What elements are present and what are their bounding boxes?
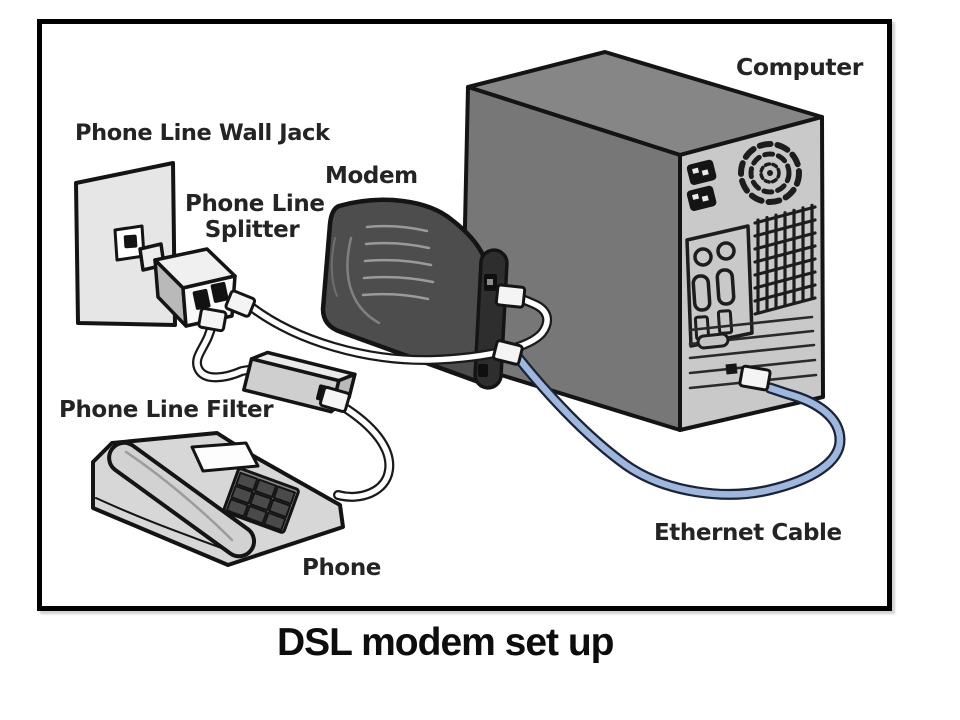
fan-icon xyxy=(738,141,802,205)
label-computer: Computer xyxy=(736,53,863,81)
connector-modem-phone xyxy=(494,283,527,309)
label-splitter-line1: Phone Line xyxy=(185,191,325,217)
modem-power-port xyxy=(478,364,488,377)
connector-splitter-right xyxy=(224,289,257,318)
phone-line-cables xyxy=(192,293,553,502)
splitter-port-1 xyxy=(192,288,211,310)
label-modem: Modem xyxy=(325,163,418,189)
cable-filter-phone xyxy=(335,403,393,500)
connector-splitter-bottom xyxy=(197,307,228,333)
caption-title: DSL modem set up xyxy=(277,621,615,664)
slot-opening xyxy=(696,332,730,350)
phone-keypad xyxy=(222,467,300,534)
connector-filter-out xyxy=(318,385,351,413)
phone-graphic xyxy=(91,431,345,567)
ethernet-cable-graphic xyxy=(510,349,846,500)
diagram-frame: Phone Line Wall Jack Phone Line Splitter… xyxy=(37,19,892,611)
ethernet-port xyxy=(725,363,738,375)
modem-vents xyxy=(361,224,435,301)
handset xyxy=(107,440,257,559)
label-ethernet-cable: Ethernet Cable xyxy=(654,520,842,546)
label-phone: Phone xyxy=(302,555,382,581)
phone-display xyxy=(190,441,260,473)
connector-computer-ethernet xyxy=(738,364,772,392)
cable-splitter-modem xyxy=(247,295,550,363)
label-filter: Phone Line Filter xyxy=(59,397,274,423)
cable-connectors xyxy=(197,283,772,413)
label-splitter-line2: Splitter xyxy=(204,217,300,243)
cable-splitter-filter xyxy=(194,321,251,381)
label-splitter: Phone Line Splitter xyxy=(185,191,325,243)
diagram-illustration xyxy=(74,50,846,567)
power-sockets xyxy=(686,159,717,211)
connector-modem-ethernet xyxy=(492,339,524,366)
vent-grille xyxy=(753,203,817,316)
label-wall-jack: Phone Line Wall Jack xyxy=(75,120,330,146)
wall-jack-graphic xyxy=(74,161,177,327)
splitter-port-2 xyxy=(210,281,229,303)
